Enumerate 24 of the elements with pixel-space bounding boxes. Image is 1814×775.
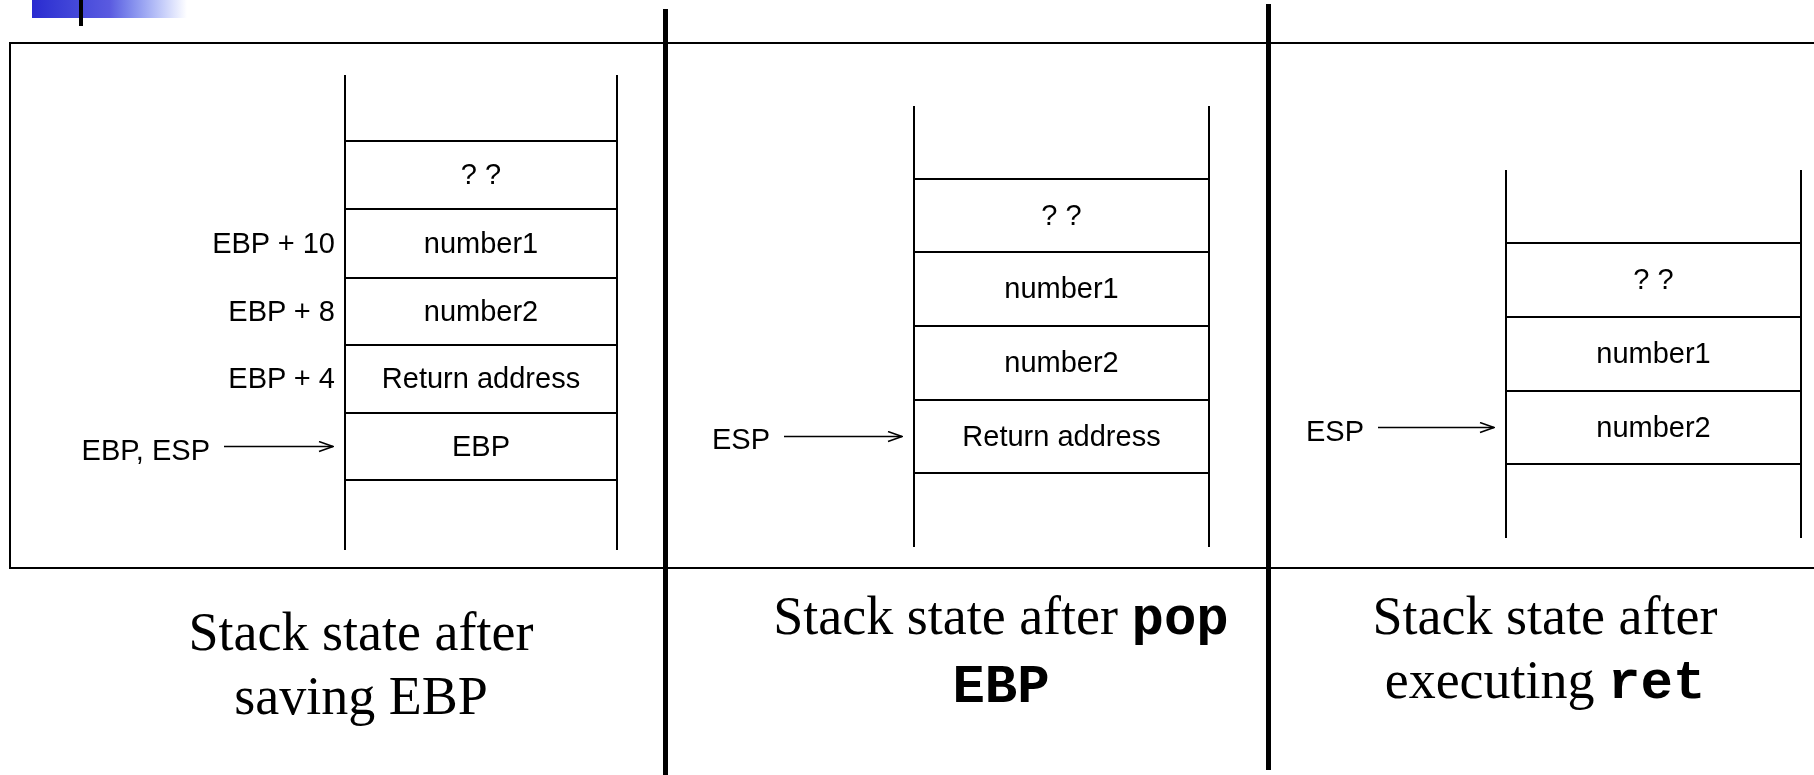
cell-text: Return address (962, 418, 1161, 454)
register-label: ESP (1284, 415, 1364, 449)
cell-text: number1 (423, 225, 539, 261)
arrow (1377, 421, 1495, 434)
cell-text: number1 (1596, 336, 1711, 372)
offset-label: EBP + 8 (228, 293, 335, 329)
offset-label: EBP + 4 (228, 361, 335, 397)
caption: Stack state after pop EBP (772, 585, 1230, 720)
cell-text: number2 (423, 293, 539, 329)
cell-text: ? ? (1041, 197, 1082, 233)
cell-text: number1 (1004, 271, 1119, 307)
register-label: ESP (690, 423, 770, 457)
cell-text: number2 (1596, 409, 1711, 445)
cell-text: EBP (452, 428, 510, 464)
cell-text: number2 (1004, 345, 1119, 381)
arrow (783, 430, 903, 443)
cell-text: Return address (381, 361, 581, 397)
cell-text: ? ? (460, 157, 502, 193)
offset-label: EBP + 10 (212, 225, 335, 261)
arrow (223, 440, 334, 453)
cell-text: ? ? (1633, 262, 1674, 298)
register-label: EBP, ESP (50, 434, 210, 468)
caption: Stack state after saving EBP (187, 601, 535, 728)
caption: Stack state after executing ret (1371, 585, 1719, 716)
